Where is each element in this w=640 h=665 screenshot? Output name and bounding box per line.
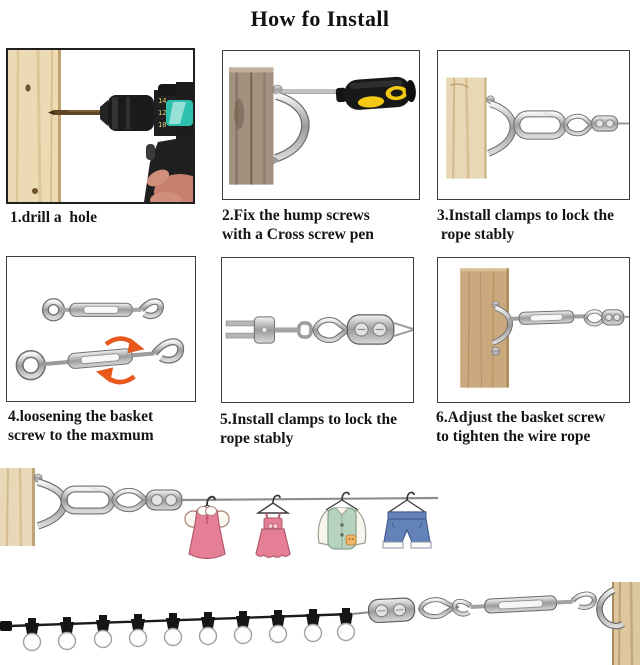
link: [297, 321, 313, 339]
pink-sundress: [255, 494, 291, 558]
clamp-closeup-illustration: [225, 314, 413, 345]
bulb-icon: [57, 617, 77, 651]
blue-shorts: [382, 491, 432, 549]
hump-hook-icon: [491, 300, 513, 356]
caption-line: to tighten the wire rope: [436, 428, 591, 445]
thimble-icon: [417, 597, 460, 620]
light-bulbs: [22, 608, 356, 652]
rod: [274, 327, 299, 333]
caption-line: rope stably: [437, 226, 515, 243]
bulb-icon: [22, 618, 42, 652]
caption-line: 5.Install clamps to lock the: [220, 411, 397, 428]
pink-dress: [184, 495, 230, 560]
drill-dial-number: 10: [158, 121, 166, 129]
duplex-clamp-icon: [346, 314, 395, 345]
turnbuckle-icon: [451, 591, 598, 617]
step-4-caption: 4.loosening the basket screw to the maxm…: [8, 407, 154, 445]
duplex-clamp-icon: [591, 115, 619, 132]
caption-line: 2.Fix the hump screws: [222, 207, 370, 224]
mounted-turnbuckle-illustration: [460, 268, 629, 388]
duplex-clamp-icon: [145, 489, 183, 511]
string-lights-svg: [0, 582, 640, 665]
step-2-panel: [222, 50, 420, 200]
step-6-panel: [437, 257, 630, 403]
duplex-clamp-icon: [601, 309, 625, 326]
wood-board: [460, 268, 509, 388]
bulb-icon: [233, 611, 253, 645]
hanger-hook-icon: [341, 491, 350, 501]
wire-rope: [393, 321, 413, 330]
bulb-icon: [163, 613, 183, 647]
step-1-panel: 14 12 10: [6, 48, 195, 204]
clothesline-svg: [0, 467, 439, 560]
bulb-icon: [303, 609, 323, 643]
bulb-icon: [268, 610, 288, 644]
fork-tensioner-icon: [225, 316, 276, 344]
wood-plank: [8, 50, 61, 202]
bulb-icon: [198, 612, 218, 646]
drill-bit-icon: [48, 110, 112, 115]
bulb-icon: [93, 615, 113, 649]
cord-plug: [0, 621, 12, 631]
caption-line: 3.Install clamps to lock the: [437, 207, 614, 224]
hump-hook-icon: [33, 473, 69, 530]
drill-illustration: 14 12 10: [8, 50, 193, 202]
wire-rope: [181, 496, 439, 502]
screwdriver-icon: [277, 76, 416, 110]
hanger-hook-icon: [272, 494, 281, 504]
bulb-icon: [336, 608, 356, 642]
caption-line: 6.Adjust the basket screw: [436, 409, 606, 426]
hump-hook-icon: [596, 587, 625, 630]
caption-line: 1.drill a hole: [10, 209, 97, 226]
step-5-caption: 5.Install clamps to lock the rope stably: [220, 410, 397, 448]
turnbuckle-closed: [41, 298, 164, 322]
turnbuckle-extended: [15, 338, 185, 381]
hump-hook-icon: [272, 84, 310, 165]
step-3-caption: 3.Install clamps to lock the rope stably: [437, 206, 614, 244]
carabiner-icon: [513, 110, 567, 140]
hump-screw-illustration: [229, 67, 416, 185]
caption-line: rope stably: [220, 430, 294, 447]
thimble-icon: [562, 113, 596, 137]
duplex-clamp-icon: [367, 597, 416, 624]
step-3-panel: [437, 50, 630, 200]
rotation-arrows-icon: [95, 336, 145, 385]
wood-board: [229, 67, 274, 185]
drill-dial-number: 14: [158, 97, 166, 105]
bulb-icon: [128, 614, 148, 648]
thimble-icon: [312, 317, 352, 343]
step-6-caption: 6.Adjust the basket screw to tighten the…: [436, 408, 605, 446]
string-lights-illustration: [0, 582, 640, 665]
green-jacket: [317, 491, 367, 550]
step-4-panel: [6, 256, 196, 402]
turnbuckle-illustration: [15, 298, 185, 385]
wood-board: [446, 77, 487, 179]
hand: [146, 169, 193, 202]
wire-rope: [393, 329, 413, 338]
caption-line: 4.loosening the basket: [8, 408, 154, 425]
caption-line: with a Cross screw pen: [222, 226, 374, 243]
clamp-install-illustration: [446, 77, 629, 179]
turnbuckle-icon: [508, 310, 588, 325]
wood-post: [0, 467, 35, 547]
carabiner-icon: [60, 485, 116, 515]
thimble-icon: [111, 487, 151, 513]
step-1-caption: 1.drill a hole: [10, 208, 97, 227]
step-5-panel: [221, 257, 414, 403]
drill-dial-number: 12: [158, 109, 166, 117]
caption-line: screw to the maxmum: [8, 427, 154, 444]
step-2-caption: 2.Fix the hump screws with a Cross screw…: [222, 206, 374, 244]
page-title: How fo Install: [250, 6, 390, 31]
clothesline-illustration: [0, 458, 640, 582]
hump-hook-icon: [486, 95, 517, 157]
hanger-hook-icon: [406, 491, 415, 501]
hanger-hook-icon: [206, 495, 216, 506]
